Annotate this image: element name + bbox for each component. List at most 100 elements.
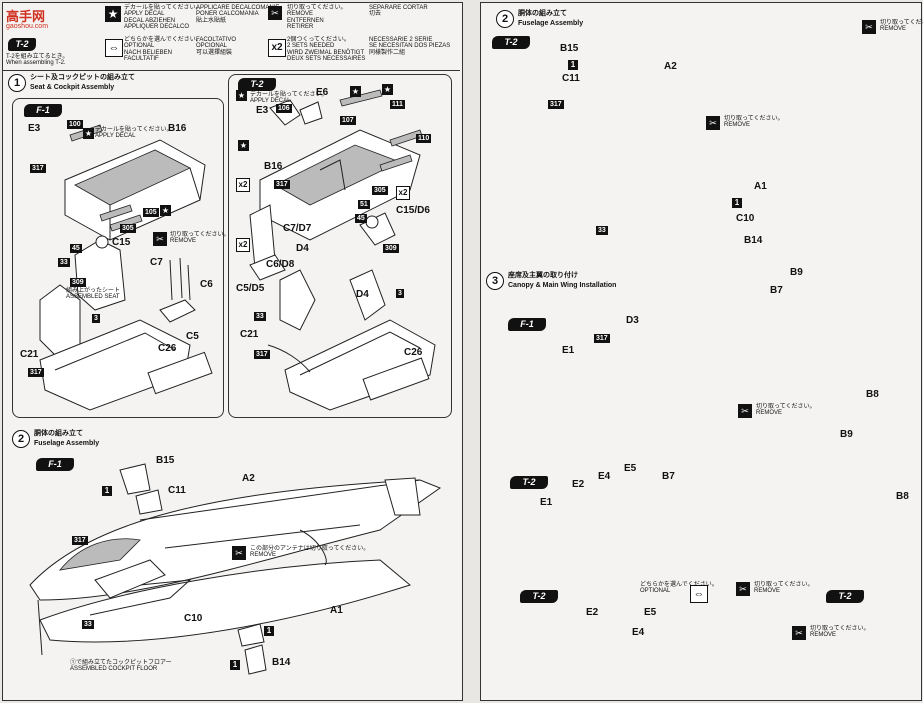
decal-number: 111 — [390, 100, 405, 109]
part-label: E5 — [644, 607, 657, 618]
decal-number: 305 — [372, 186, 388, 195]
f1-badge: F-1 — [36, 458, 74, 471]
decal-star-icon: ★ — [238, 140, 249, 151]
t2-badge: T-2 — [520, 590, 558, 603]
step-2b-title-jp: 胴体の組み立て — [518, 10, 567, 17]
f1-badge: F-1 — [508, 318, 546, 331]
part-label: B9 — [840, 429, 853, 440]
two-sets-icon: x2 — [236, 178, 250, 192]
part-label: B15 — [560, 43, 579, 54]
decal-number: 33 — [82, 620, 94, 629]
part-label: A1 — [754, 181, 767, 192]
optional-arrow-icon: ⇔ — [105, 39, 123, 57]
decal-number: 3 — [92, 314, 100, 323]
remove-icon: ✂ — [232, 546, 246, 560]
two-sets-icon: x2 — [268, 39, 286, 57]
step-1-number: 1 — [8, 74, 26, 92]
part-label: C21 — [20, 349, 39, 360]
decal-number: 100 — [67, 120, 83, 129]
decal-number: 317 — [28, 368, 44, 377]
decal-number: 45 — [355, 214, 367, 223]
t2-badge: T-2 — [826, 590, 864, 603]
decal-number: 317 — [30, 164, 46, 173]
f1-badge: F-1 — [24, 104, 62, 117]
part-label: A2 — [664, 61, 677, 72]
part-label: C11 — [168, 485, 186, 496]
decal-number: 110 — [416, 134, 432, 143]
remove-note: 切り取ってください。REMOVE — [754, 582, 814, 595]
optional-note: どちらかを選んでください。OPTIONAL — [640, 582, 718, 595]
remove-icon: ✂ — [792, 626, 806, 640]
legend-divider — [3, 70, 460, 71]
two-sets-icon: x2 — [236, 238, 250, 252]
decal-number: 33 — [58, 258, 70, 267]
part-label: E6 — [316, 87, 329, 98]
decal-number: 317 — [72, 536, 88, 545]
t2-note-badge: T-2 — [8, 38, 36, 51]
remove-icon: ✂ — [738, 404, 752, 418]
t2-note: T-2を組み立てるとき。When assembling T-2. — [6, 54, 69, 67]
color-1-box: 1 — [230, 660, 240, 670]
right-page — [480, 2, 922, 701]
part-label: C5 — [186, 331, 199, 342]
part-label: E2 — [572, 479, 585, 490]
part-label: B14 — [272, 657, 291, 668]
step-2-title-en: Fuselage Assembly — [34, 440, 100, 447]
decal-number: 45 — [70, 244, 82, 253]
remove-note: 切り取ってください。REMOVE — [170, 232, 230, 245]
part-label: B7 — [662, 471, 675, 482]
decal-number: 305 — [120, 224, 136, 233]
decal-number: 309 — [383, 244, 399, 253]
part-label: C6/D8 — [266, 259, 295, 270]
part-label: E3 — [256, 105, 269, 116]
part-label: A1 — [330, 605, 343, 616]
part-label: C10 — [184, 613, 203, 624]
decal-star-icon: ★ — [105, 6, 121, 22]
part-label: C15/D6 — [396, 205, 430, 216]
decal-number: 106 — [276, 104, 292, 113]
part-label: D3 — [626, 315, 639, 326]
decal-star-icon: ★ — [236, 90, 247, 101]
decal-number: 309 — [70, 278, 86, 287]
decal-number: 51 — [358, 200, 370, 209]
color-1-box: 1 — [264, 626, 274, 636]
t2-badge: T-2 — [238, 78, 276, 91]
decal-number: 3 — [396, 289, 404, 298]
part-label: B8 — [866, 389, 879, 400]
watermark-logo: 高手网 — [6, 9, 46, 24]
two-sets-icon: x2 — [396, 186, 410, 200]
step-2b-title-en: Fuselage Assembly — [518, 20, 584, 27]
part-label: C26 — [404, 347, 423, 358]
remove-note: 切り取ってください。REMOVE — [810, 626, 870, 639]
decal-star-icon: ★ — [83, 128, 94, 139]
part-label: C10 — [736, 213, 755, 224]
part-label: C5/D5 — [236, 283, 265, 294]
watermark-url: gaoshou.com — [6, 23, 49, 30]
remove-icon: ✂ — [706, 116, 720, 130]
part-label: E2 — [586, 607, 599, 618]
part-label: E4 — [598, 471, 611, 482]
part-label: E3 — [28, 123, 41, 134]
part-label: E1 — [540, 497, 553, 508]
part-label: B7 — [770, 285, 783, 296]
decal-star-icon: ★ — [382, 84, 393, 95]
decal-number: 317 — [548, 100, 564, 109]
part-label: C11 — [562, 73, 580, 84]
part-label: E5 — [624, 463, 637, 474]
part-label: B14 — [744, 235, 763, 246]
step-1-title-jp: シート及コックピットの組み立て — [30, 74, 135, 81]
part-label: B16 — [264, 161, 283, 172]
antenna-note: この部分のアンテナは切り取ってください。REMOVE — [250, 546, 370, 559]
remove-note: 切り取ってください。REMOVE — [724, 116, 784, 129]
step-2-number: 2 — [12, 430, 30, 448]
t2-badge: T-2 — [492, 36, 530, 49]
step-3-number: 3 — [486, 272, 504, 290]
